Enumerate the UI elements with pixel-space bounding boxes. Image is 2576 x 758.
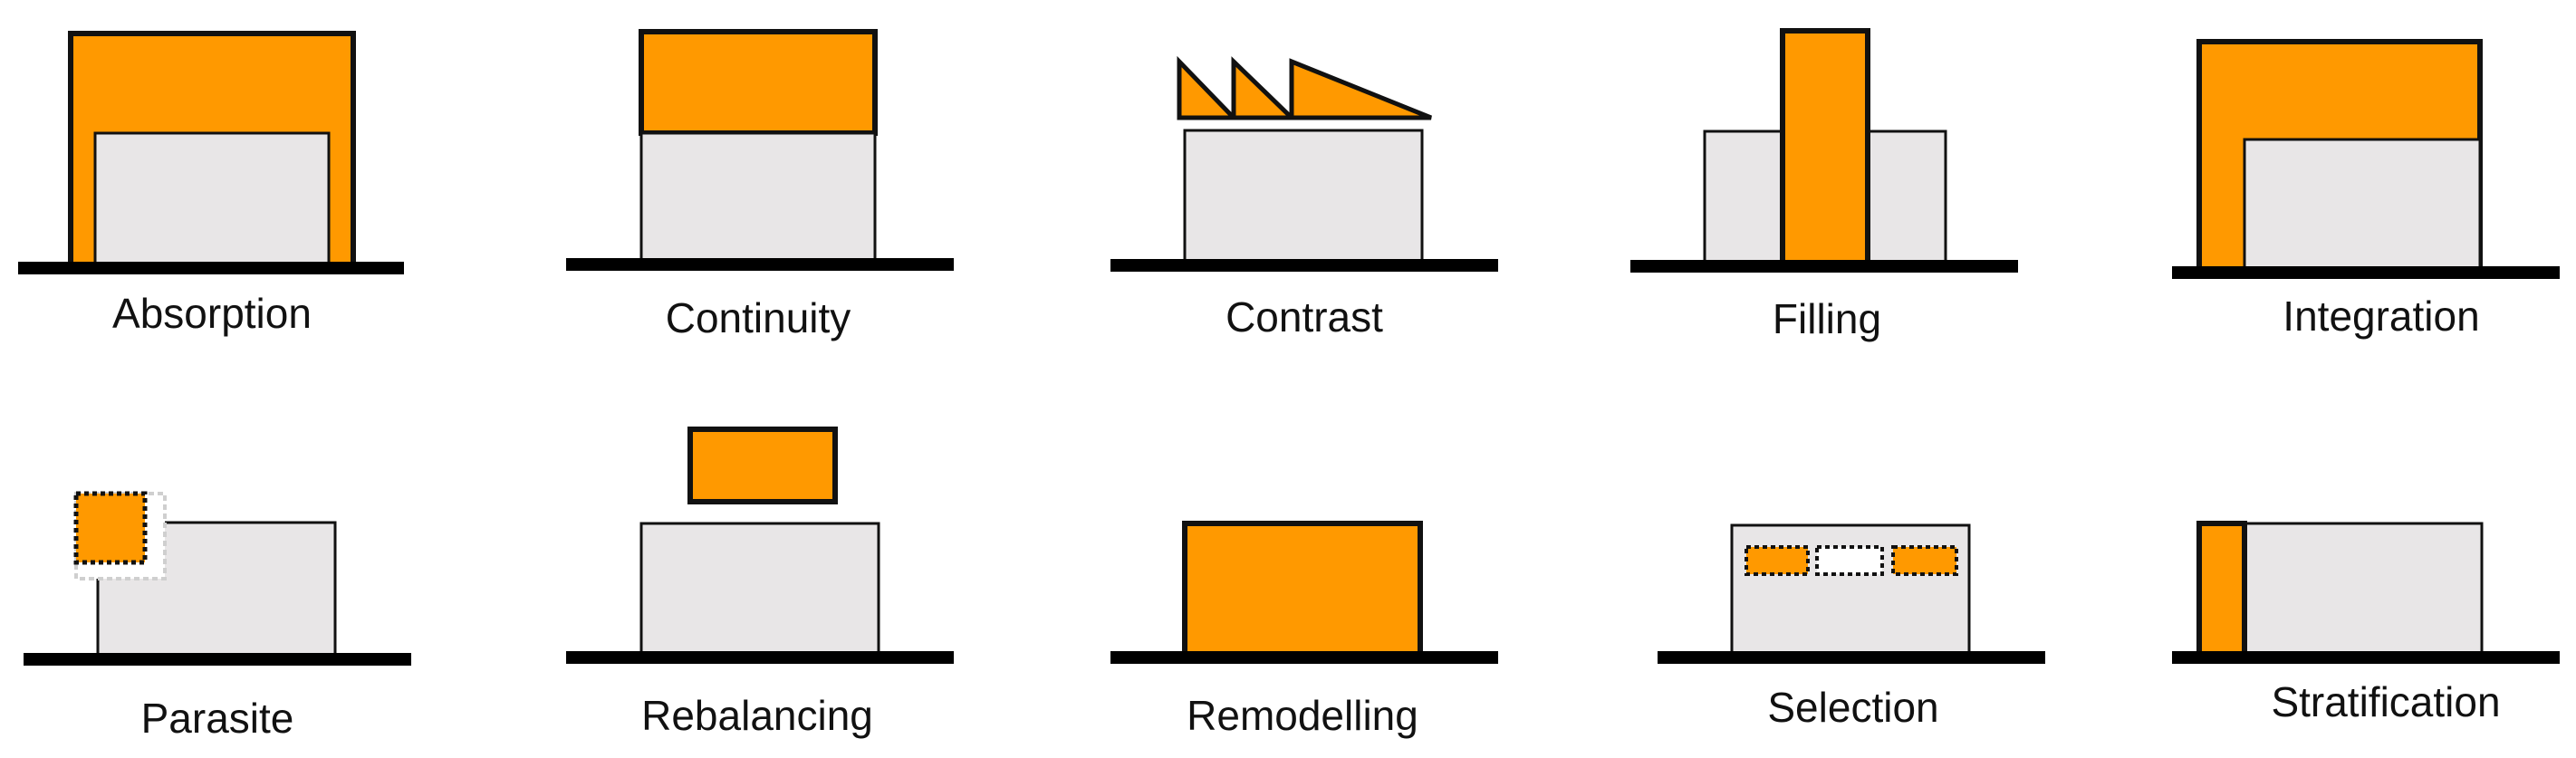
stratification-label: Stratification [2271,678,2500,725]
selection-removed-middle [1815,545,1884,576]
remodelling-ground-line [1110,651,1498,664]
rebalancing-label: Rebalancing [641,692,873,739]
panel-absorption: Absorption [18,31,404,337]
panel-rebalancing: Rebalancing [566,427,954,739]
contrast-ground-line [1110,259,1498,272]
remodelling-new-building [1182,521,1423,657]
continuity-new-addition [639,29,878,136]
stratification-new-layer [2196,521,2247,657]
integration-label: Integration [2283,293,2479,340]
stratification-ground-line [2172,651,2560,664]
selection-insert-right [1891,545,1958,576]
panel-contrast: Contrast [1110,55,1498,341]
filling-label: Filling [1773,295,1881,342]
filling-new-insert [1780,28,1870,266]
contrast-existing-building [1183,129,1424,264]
selection-existing-building [1730,523,1971,656]
filling-existing-right [1866,130,1947,265]
parasite-label: Parasite [141,695,294,742]
contrast-sawtooth-roof-3 [1289,58,1432,120]
selection-label: Selection [1767,684,1938,731]
selection-ground-line [1658,651,2045,664]
parasite-ground-line [24,653,411,666]
remodelling-label: Remodelling [1187,692,1418,739]
contrast-sawtooth-roof-2 [1231,56,1298,120]
rebalancing-ground-line [566,651,954,664]
panel-integration: Integration [2172,39,2560,340]
filling-ground-line [1630,260,2018,273]
panel-continuity: Continuity [566,29,954,341]
panel-selection: Selection [1658,523,2045,731]
absorption-existing-building [93,131,331,269]
continuity-existing-building [639,131,877,264]
absorption-label: Absorption [112,290,312,337]
integration-ground-line [2172,266,2560,279]
rebalancing-new-volume [687,427,838,504]
parasite-new-module [73,491,148,565]
continuity-ground-line [566,258,954,271]
contrast-label: Contrast [1226,293,1383,341]
panel-stratification: Stratification [2172,521,2560,725]
absorption-ground-line [18,262,404,274]
filling-existing-left [1703,130,1784,265]
continuity-label: Continuity [666,294,851,341]
contrast-sawtooth-roof-1 [1177,55,1239,120]
panel-parasite: Parasite [24,491,411,742]
stratification-existing-building [2243,522,2484,656]
rebalancing-existing-building [639,522,880,656]
selection-insert-left [1745,545,1810,576]
panel-filling: Filling [1630,28,2018,342]
panel-remodelling: Remodelling [1110,521,1498,739]
integration-existing-building [2243,138,2482,272]
